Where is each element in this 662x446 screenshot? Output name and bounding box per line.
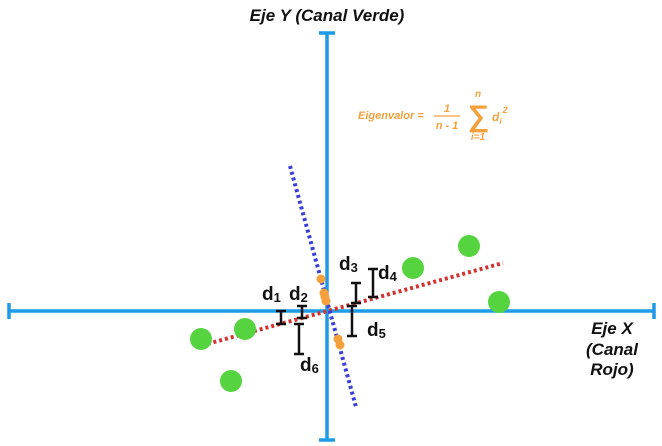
axes xyxy=(7,31,656,442)
data-point xyxy=(190,328,212,350)
distance-label-d1: d1 xyxy=(262,284,281,305)
x-axis-title-line-2: (Canal xyxy=(586,340,639,359)
formula-sum-lower: i=1 xyxy=(471,132,486,143)
distance-label-d4: d4 xyxy=(378,263,398,284)
distance-bar-d3 xyxy=(351,281,361,305)
x-axis-title-line-3: Rojo) xyxy=(590,360,634,379)
formula-sum-symbol: ∑ xyxy=(467,100,488,133)
distance-labels: d1 d2 d3 d4 d5 d6 xyxy=(262,254,398,376)
formula-term: di2 xyxy=(492,105,508,126)
data-point xyxy=(402,257,424,279)
data-point xyxy=(234,318,256,340)
distance-bar-d2 xyxy=(297,304,307,320)
data-points xyxy=(190,235,510,392)
projected-points xyxy=(316,274,345,350)
eigenvalue-formula: Eigenvalor = 1 n - 1 n ∑ i=1 di2 xyxy=(358,89,508,143)
distance-bar-d6 xyxy=(294,322,304,356)
data-point xyxy=(458,235,480,257)
projected-point xyxy=(316,274,326,284)
y-axis-title: Eje Y (Canal Verde) xyxy=(250,6,405,25)
formula-denominator: n - 1 xyxy=(436,120,459,132)
data-point xyxy=(220,370,242,392)
distance-label-d3: d3 xyxy=(339,254,358,275)
distance-bar-d1 xyxy=(276,309,286,326)
distance-bar-d5 xyxy=(347,304,357,338)
formula-sum-upper: n xyxy=(475,89,481,100)
first-principal-component-line xyxy=(195,261,504,349)
data-point xyxy=(488,291,510,313)
projected-point xyxy=(335,340,345,350)
distance-label-d5: d5 xyxy=(367,320,386,341)
distance-label-d6: d6 xyxy=(300,355,319,376)
distance-bars xyxy=(276,267,378,356)
distance-bar-d4 xyxy=(368,267,378,299)
formula-numerator: 1 xyxy=(444,103,450,115)
formula-lhs: Eigenvalor = xyxy=(358,110,424,122)
distance-label-d2: d2 xyxy=(289,284,308,305)
x-axis-title-line-1: Eje X xyxy=(591,319,634,338)
projected-point xyxy=(321,296,331,306)
